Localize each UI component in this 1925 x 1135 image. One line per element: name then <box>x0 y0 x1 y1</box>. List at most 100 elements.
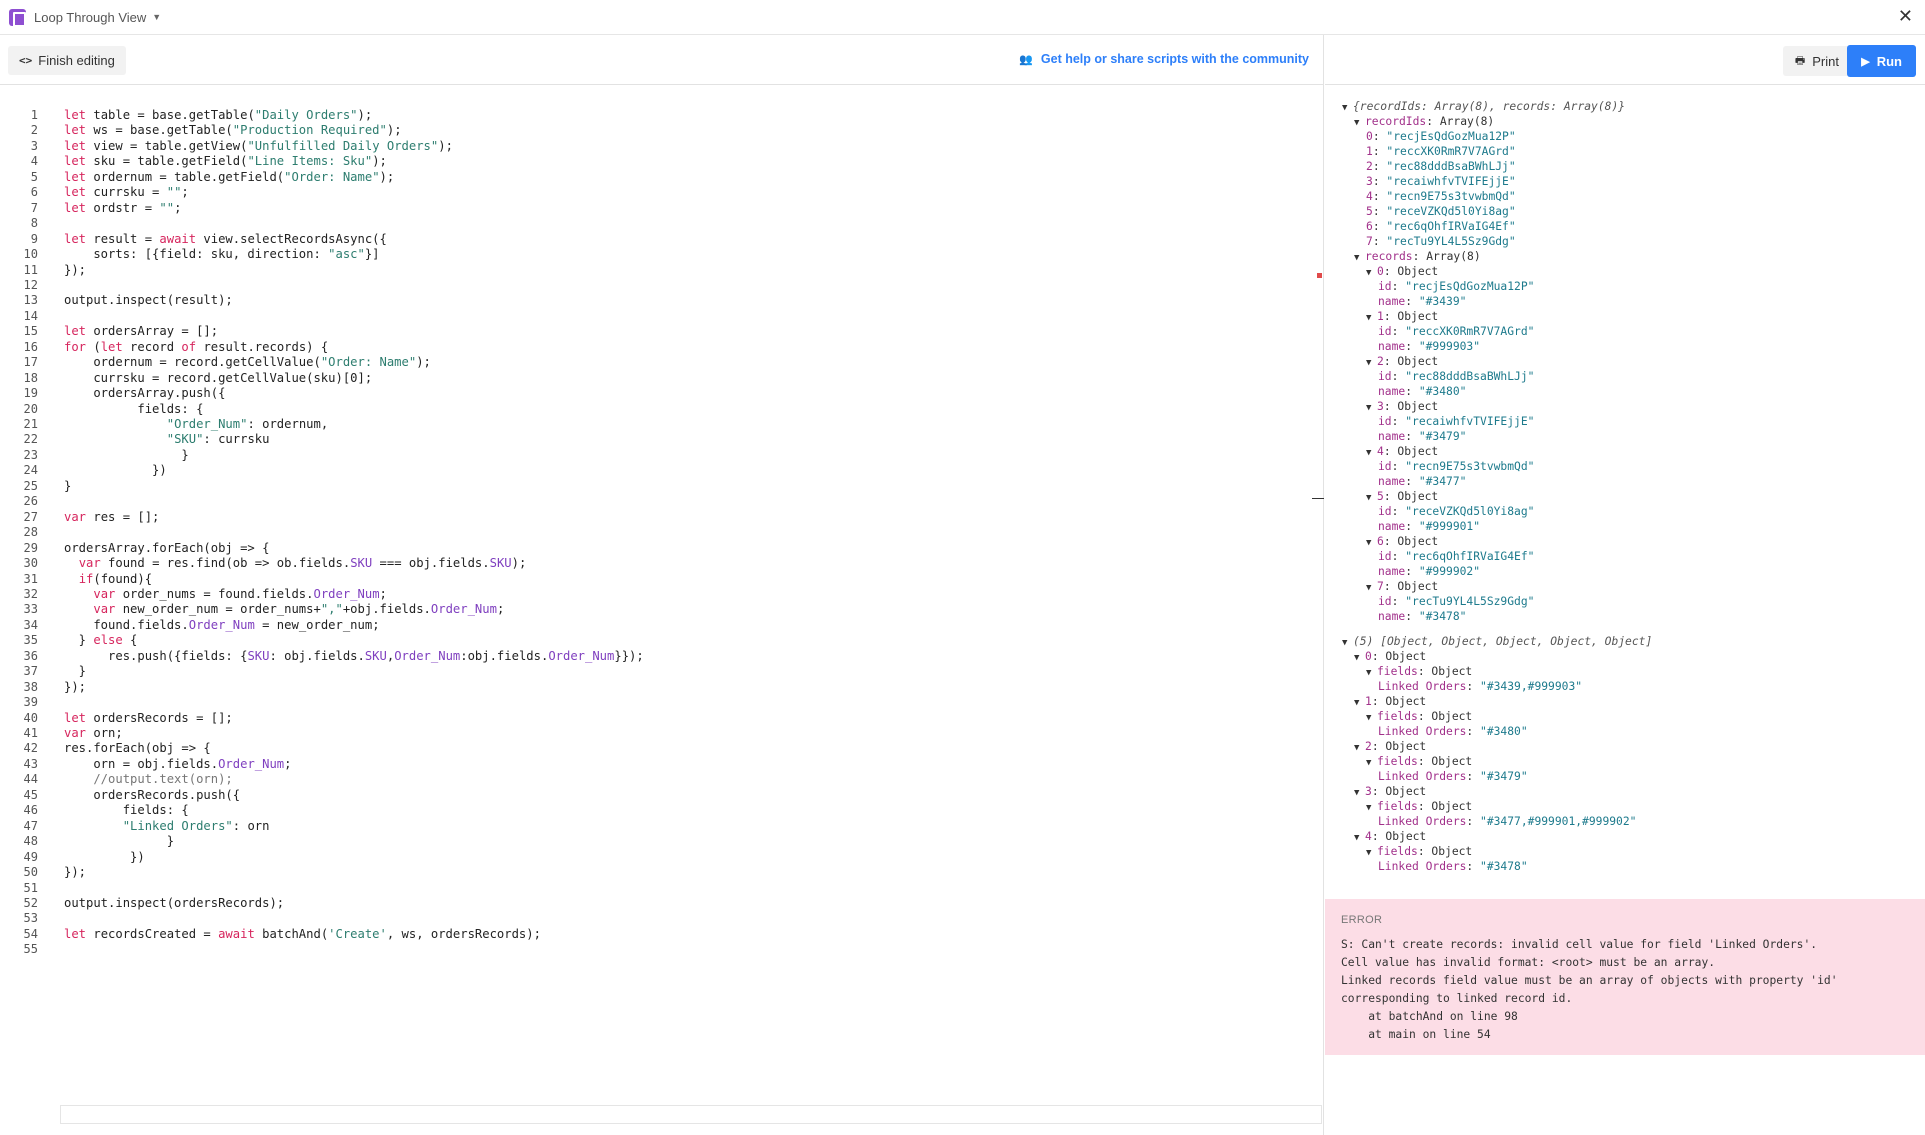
chevron-down-icon[interactable]: ▼ <box>152 12 162 22</box>
expand-triangle-icon[interactable]: ▼ <box>1366 313 1372 323</box>
code-line[interactable]: 38}); <box>0 678 1322 697</box>
expand-triangle-icon[interactable]: ▼ <box>1366 803 1372 813</box>
code-line[interactable]: 24 }) <box>0 461 1322 480</box>
expand-triangle-icon[interactable]: ▼ <box>1354 698 1360 708</box>
code-line[interactable]: 26 <box>0 492 1322 511</box>
code-line[interactable]: 43 orn = obj.fields.Order_Num; <box>0 755 1322 774</box>
code-line[interactable]: 30 var found = res.find(ob => ob.fields.… <box>0 554 1322 573</box>
code-line[interactable]: 21 "Order_Num": ordernum, <box>0 415 1322 434</box>
code-line[interactable]: 34 found.fields.Order_Num = new_order_nu… <box>0 616 1322 635</box>
line-number: 36 <box>23 649 38 663</box>
expand-triangle-icon[interactable]: ▼ <box>1354 253 1360 263</box>
expand-triangle-icon[interactable]: ▼ <box>1366 358 1372 368</box>
inspect-line: name: "#999903" <box>1378 340 1481 353</box>
line-number: 12 <box>23 278 38 292</box>
expand-triangle-icon[interactable]: ▼ <box>1354 653 1360 663</box>
code-line[interactable]: 50}); <box>0 863 1322 882</box>
code-line[interactable]: 44 //output.text(orn); <box>0 770 1322 789</box>
code-line[interactable]: 19 ordersArray.push({ <box>0 384 1322 403</box>
code-line[interactable]: 28 <box>0 523 1322 542</box>
scrollbar-thumb[interactable] <box>1312 498 1324 499</box>
code-line[interactable]: 8 <box>0 214 1322 233</box>
code-text: } <box>64 448 189 462</box>
expand-triangle-icon[interactable]: ▼ <box>1366 758 1372 768</box>
community-help-link[interactable]: 👥 Get help or share scripts with the com… <box>1019 52 1309 66</box>
finish-editing-button[interactable]: <> Finish editing <box>8 46 126 75</box>
code-line[interactable]: 35 } else { <box>0 631 1322 650</box>
code-text: "Order_Num": ordernum, <box>166 417 329 431</box>
inspect-line: Linked Orders: "#3477,#999901,#999902" <box>1378 815 1637 828</box>
code-line[interactable]: 53 <box>0 909 1322 928</box>
code-line[interactable]: 17 ordernum = record.getCellValue("Order… <box>0 353 1322 372</box>
expand-triangle-icon[interactable]: ▼ <box>1366 493 1372 503</box>
expand-triangle-icon[interactable]: ▼ <box>1366 403 1372 413</box>
code-line[interactable]: 48 } <box>0 832 1322 851</box>
code-line[interactable]: 31 if(found){ <box>0 570 1322 589</box>
code-line[interactable]: 55 <box>0 940 1322 959</box>
expand-triangle-icon[interactable]: ▼ <box>1366 848 1372 858</box>
print-button[interactable]: 🖶 Print <box>1782 46 1851 76</box>
code-line[interactable]: 20 fields: { <box>0 400 1322 419</box>
expand-triangle-icon[interactable]: ▼ <box>1354 743 1360 753</box>
expand-triangle-icon[interactable]: ▼ <box>1366 583 1372 593</box>
code-line[interactable]: 36 res.push({fields: {SKU: obj.fields.SK… <box>0 647 1322 666</box>
code-line[interactable]: 33 var new_order_num = order_nums+","+ob… <box>0 600 1322 619</box>
code-line[interactable]: 39 <box>0 693 1322 712</box>
people-icon: 👥 <box>1019 53 1033 66</box>
code-line[interactable]: 18 currsku = record.getCellValue(sku)[0]… <box>0 369 1322 388</box>
code-line[interactable]: 12 <box>0 276 1322 295</box>
run-button[interactable]: ▶ Run <box>1847 45 1916 77</box>
code-line[interactable]: 22 "SKU": currsku <box>0 430 1322 449</box>
inspect-line: 4: "recn9E75s3tvwbmQd" <box>1366 190 1516 203</box>
script-title[interactable]: Loop Through View <box>34 9 147 25</box>
close-icon[interactable]: ✕ <box>1897 6 1913 26</box>
expand-triangle-icon[interactable]: ▼ <box>1354 118 1360 128</box>
expand-triangle-icon[interactable]: ▼ <box>1366 268 1372 278</box>
expand-triangle-icon[interactable]: ▼ <box>1342 638 1348 648</box>
line-number: 10 <box>23 247 38 261</box>
code-line[interactable]: 23 } <box>0 446 1322 465</box>
expand-triangle-icon[interactable]: ▼ <box>1354 833 1360 843</box>
code-line[interactable]: 25} <box>0 477 1322 496</box>
code-line[interactable]: 46 fields: { <box>0 801 1322 820</box>
code-line[interactable]: 37 } <box>0 662 1322 681</box>
expand-triangle-icon[interactable]: ▼ <box>1354 788 1360 798</box>
code-line[interactable]: 47 "Linked Orders": orn <box>0 817 1322 836</box>
expand-triangle-icon[interactable]: ▼ <box>1342 103 1348 113</box>
code-text: for (let record of result.records) { <box>64 340 329 354</box>
run-label: Run <box>1876 53 1902 69</box>
inspect-line: ▼fields: Object <box>1325 709 1925 724</box>
expand-triangle-icon[interactable]: ▼ <box>1366 668 1372 678</box>
code-line[interactable]: 14 <box>0 307 1322 326</box>
code-line[interactable]: 45 ordersRecords.push({ <box>0 786 1322 805</box>
line-number: 52 <box>23 896 38 910</box>
expand-triangle-icon[interactable]: ▼ <box>1366 448 1372 458</box>
expand-triangle-icon[interactable]: ▼ <box>1366 713 1372 723</box>
code-line[interactable]: 51 <box>0 879 1322 898</box>
code-line[interactable]: 11}); <box>0 261 1322 280</box>
expand-triangle-icon[interactable]: ▼ <box>1366 538 1372 548</box>
code-line[interactable]: 49 }) <box>0 848 1322 867</box>
play-icon: ▶ <box>1861 55 1870 68</box>
code-line[interactable]: 32 var order_nums = found.fields.Order_N… <box>0 585 1322 604</box>
code-line[interactable]: 10 sorts: [{field: sku, direction: "asc"… <box>0 245 1322 264</box>
